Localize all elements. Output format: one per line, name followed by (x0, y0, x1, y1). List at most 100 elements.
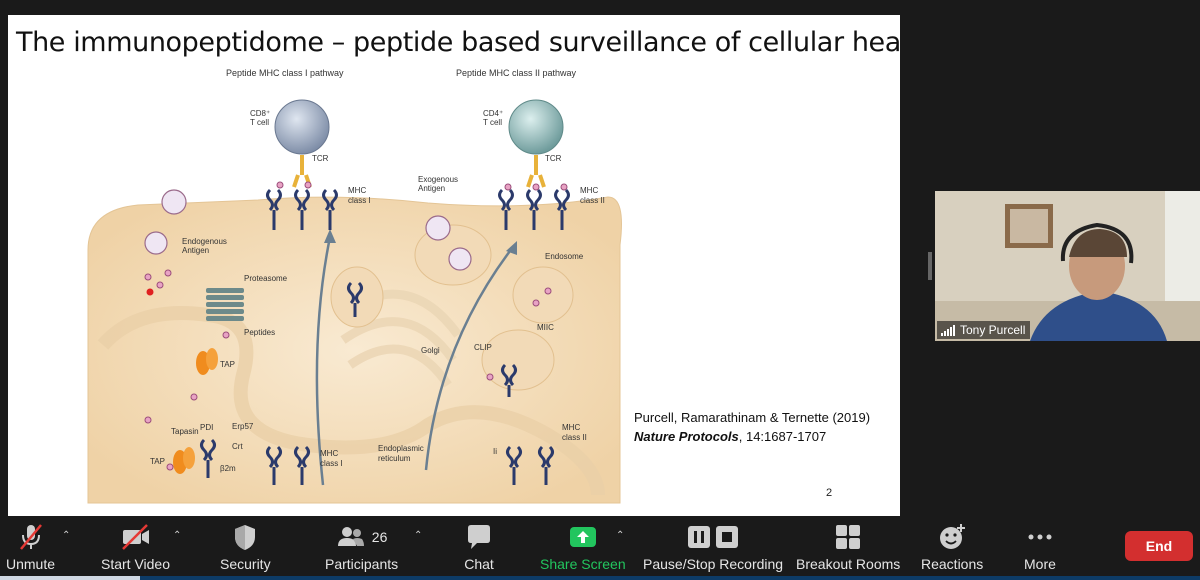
more-label: More (1024, 556, 1056, 572)
participants-options-caret-icon[interactable]: ⌃ (414, 530, 423, 541)
end-meeting-button[interactable]: End (1125, 531, 1193, 561)
grid-icon (835, 522, 861, 552)
label-mhc2-top-a: MHC (580, 186, 598, 195)
label-er-b: reticulum (378, 454, 411, 463)
participants-icon: 26 (336, 522, 388, 552)
presentation-slide: Peptide MHC class I pathway Peptide MHC … (8, 15, 900, 516)
taskbar-strip-left (0, 576, 140, 580)
participants-count: 26 (371, 529, 388, 545)
label-b2m: β2m (220, 464, 236, 473)
muted-microphone-icon (16, 522, 46, 552)
smiley-add-icon (937, 522, 967, 552)
label-tap-2: TAP (150, 457, 165, 466)
citation-authors: Purcell, Ramarathinam & Ternette (2019) (634, 410, 871, 425)
participants-button[interactable]: 26 Participants (325, 522, 398, 572)
breakout-rooms-label: Breakout Rooms (796, 556, 901, 572)
unmute-button[interactable]: Unmute (6, 522, 55, 572)
label-exogenous-b: Antigen (418, 184, 445, 193)
shield-icon (232, 522, 258, 552)
label-erp57: Erp57 (232, 422, 254, 431)
slide-number: 2 (826, 487, 833, 499)
mhc1-arrowhead (324, 229, 336, 243)
label-mhc1-top-b: class I (348, 196, 371, 205)
reactions-button[interactable]: Reactions (921, 522, 983, 572)
citation: Purcell, Ramarathinam & Ternette (2019) … (634, 408, 870, 446)
chat-button[interactable]: Chat (464, 522, 494, 572)
mhc2-arrow (424, 246, 514, 471)
chat-label: Chat (464, 556, 494, 572)
laser-pointer (146, 288, 154, 296)
share-screen-icon (568, 522, 598, 552)
more-button[interactable]: More (1024, 522, 1056, 572)
label-endogenous-b: Antigen (182, 246, 209, 255)
participant-video-feed (935, 191, 1200, 341)
label-mhc2-top-b: class II (580, 196, 605, 205)
label-endogenous-a: Endogenous (182, 237, 227, 246)
chat-bubble-icon (464, 522, 494, 552)
label-mhc1-top-a: MHC (348, 186, 366, 195)
signal-strength-icon (941, 324, 955, 336)
mhc-class-ii-surface (498, 188, 570, 230)
mhc-class-ii-er (347, 281, 554, 485)
label-tcr-1: TCR (312, 154, 329, 163)
label-cd8-cell: T cell (250, 118, 269, 127)
mhc-class-i-er (200, 438, 310, 485)
er-membrane (97, 306, 605, 496)
reactions-label: Reactions (921, 556, 984, 572)
label-mhc2-er-b: class II (562, 433, 587, 442)
screen-share-area: Peptide MHC class I pathway Peptide MHC … (8, 15, 1200, 516)
proteasome (206, 288, 244, 321)
label-proteasome: Proteasome (244, 274, 288, 283)
tap-transporter-2b (183, 447, 195, 469)
label-cd4: CD4⁺ (483, 109, 503, 118)
tap-transporter-1b (206, 348, 218, 370)
video-options-caret-icon[interactable]: ⌃ (173, 530, 182, 541)
immunopeptidome-diagram: Peptide MHC class I pathway Peptide MHC … (87, 68, 622, 504)
slide-title: The immunopeptidome – peptide based surv… (16, 27, 900, 58)
share-screen-button[interactable]: Share Screen (540, 522, 626, 572)
unmute-label: Unmute (6, 556, 56, 572)
start-video-button[interactable]: Start Video (101, 522, 170, 572)
taskbar-strip (0, 576, 1200, 580)
label-miic: MIIC (537, 323, 554, 332)
mhc1-arrow (315, 236, 332, 486)
breakout-rooms-button[interactable]: Breakout Rooms (796, 522, 900, 572)
cd8-t-cell (274, 99, 330, 155)
label-tcr-2: TCR (545, 154, 562, 163)
label-cd4-cell: T cell (483, 118, 502, 127)
endosome (512, 266, 574, 324)
peptide-markers (144, 181, 568, 471)
miic-vesicle (481, 329, 555, 391)
label-clip: CLIP (474, 343, 492, 352)
video-off-icon (119, 522, 153, 552)
citation-source: Nature Protocols, 14:1687-1707 (634, 427, 870, 446)
antigen-particles (144, 189, 472, 271)
pause-stop-recording-button[interactable]: Pause/Stop Recording (643, 522, 783, 572)
label-tap-1: TAP (220, 360, 235, 369)
participant-name: Tony Purcell (960, 323, 1026, 337)
label-pathway-2: Peptide MHC class II pathway (456, 68, 577, 78)
share-options-caret-icon[interactable]: ⌃ (616, 530, 625, 541)
security-button[interactable]: Security (220, 522, 271, 572)
mhc-class-i-surface (266, 188, 338, 230)
mhc2-arrowhead (506, 241, 517, 255)
pause-stop-icon (687, 522, 739, 552)
label-pathway-1: Peptide MHC class I pathway (226, 68, 344, 78)
label-mhc1-er-a: MHC (320, 449, 338, 458)
participant-video-tile[interactable]: Tony Purcell (935, 191, 1200, 341)
security-label: Security (220, 556, 271, 572)
label-golgi: Golgi (421, 346, 440, 355)
audio-options-caret-icon[interactable]: ⌃ (62, 530, 71, 541)
start-video-label: Start Video (101, 556, 171, 572)
pause-stop-recording-label: Pause/Stop Recording (643, 556, 784, 572)
label-endosome: Endosome (545, 252, 584, 261)
label-er-a: Endoplasmic (378, 444, 424, 453)
label-crt: Crt (232, 442, 243, 451)
label-pdi: PDI (200, 423, 213, 432)
panel-resize-handle[interactable] (928, 252, 932, 280)
label-exogenous-a: Exogenous (418, 175, 458, 184)
label-peptides: Peptides (244, 328, 275, 337)
participant-name-label: Tony Purcell (937, 321, 1031, 339)
label-ii: Ii (493, 447, 497, 456)
tcr-2 (526, 155, 546, 188)
